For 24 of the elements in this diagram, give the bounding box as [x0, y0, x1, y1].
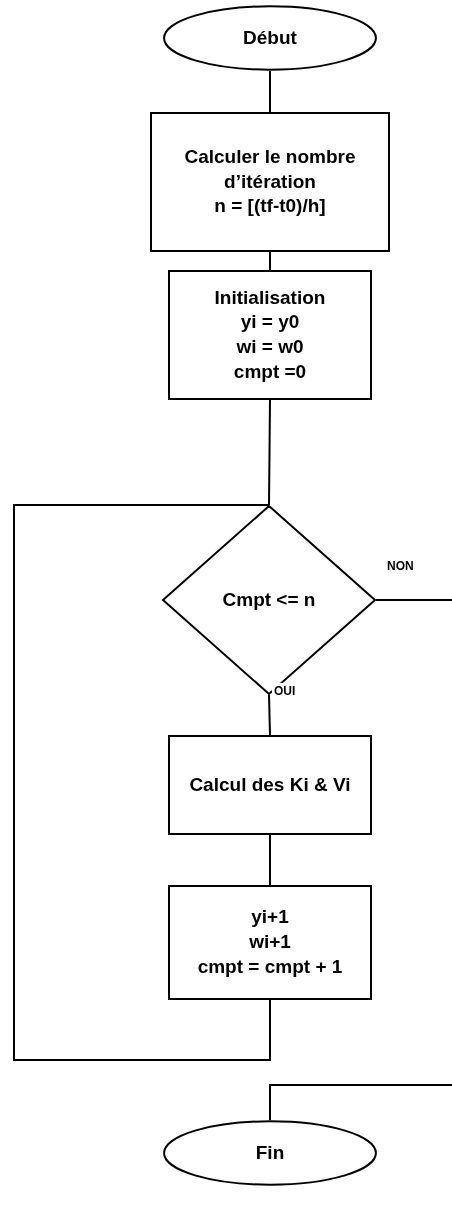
connector-line: [269, 251, 271, 271]
node-text: wi+1: [248, 930, 292, 955]
process-box: [168, 885, 372, 1000]
node-text: Cmpt <= n: [221, 587, 317, 612]
node-text: Fin: [254, 1140, 286, 1165]
connector-line: [268, 399, 271, 506]
node-text: yi = y0: [239, 310, 301, 335]
connector-line: [269, 1084, 452, 1121]
connector-line: [269, 834, 271, 886]
node-text: Calcul des Ki & Vi: [188, 772, 352, 797]
node-text: cmpt =0: [232, 359, 308, 384]
node-text: Initialisation: [213, 285, 327, 310]
node-text: cmpt = cmpt + 1: [196, 954, 344, 979]
node-text: yi+1: [250, 905, 290, 930]
connector-line: [268, 694, 271, 736]
process-box: [168, 270, 372, 400]
connector-line: [375, 599, 452, 601]
node-text: n = [(tf-t0)/h]: [213, 194, 327, 219]
connector-line: [269, 70, 271, 113]
process-box: [150, 112, 390, 252]
node-text: Début: [242, 25, 298, 50]
node-text: wi = w0: [235, 335, 305, 359]
connector-line: [13, 504, 271, 1061]
process-box: [168, 735, 372, 835]
